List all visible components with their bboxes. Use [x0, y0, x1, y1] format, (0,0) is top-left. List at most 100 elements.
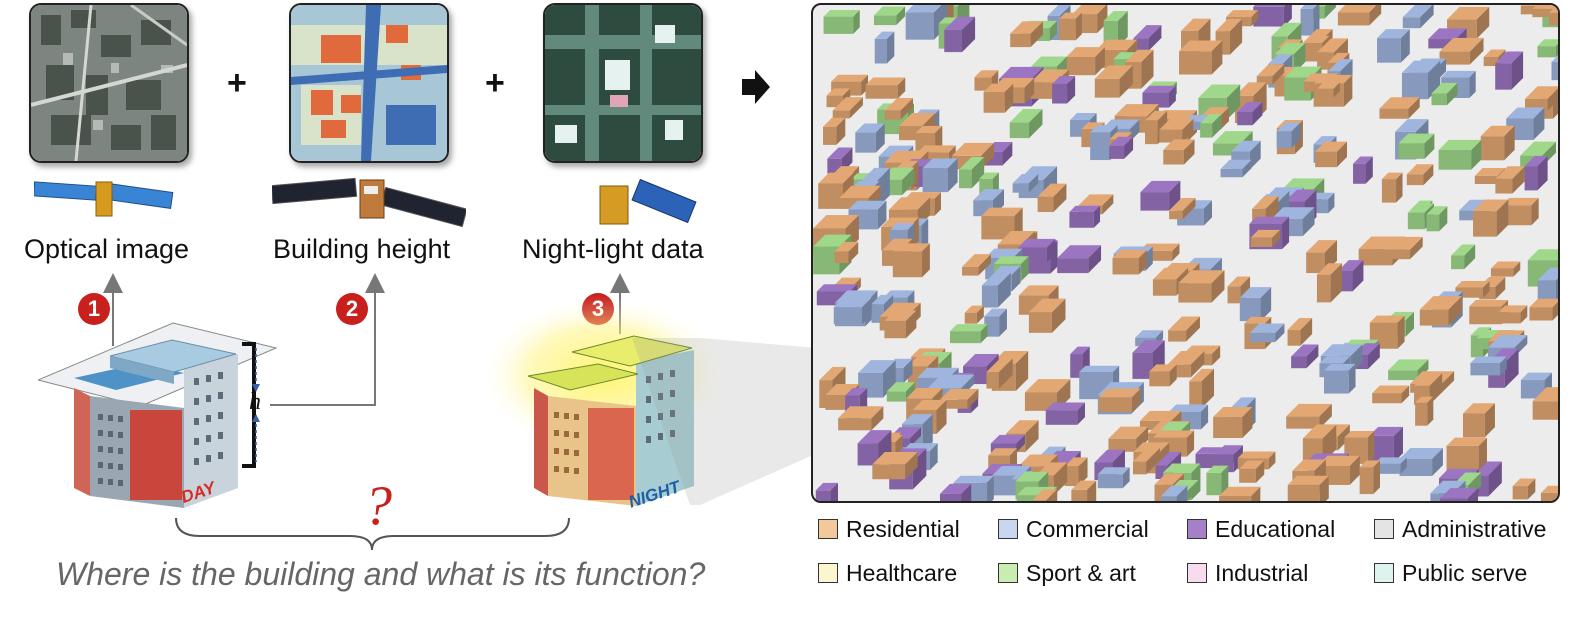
- building-block: [1287, 318, 1313, 346]
- building-block: [1399, 447, 1443, 477]
- building-block: [1163, 139, 1195, 165]
- building-block: [1291, 344, 1319, 369]
- building-block: [1286, 403, 1332, 429]
- building-block: [1455, 280, 1490, 298]
- building-block: [1112, 249, 1147, 275]
- building-block: [834, 241, 859, 264]
- building-block: [984, 308, 1007, 337]
- building-block: [865, 77, 906, 99]
- building-block: [1071, 480, 1097, 501]
- building-block: [1446, 437, 1487, 471]
- building-block: [823, 117, 846, 145]
- legend-item: Administrative: [1374, 515, 1546, 543]
- building-block: [1317, 82, 1340, 98]
- building-block: [1108, 426, 1149, 452]
- building-block: [1239, 287, 1272, 322]
- legend-item: Industrial: [1187, 559, 1308, 587]
- building-block: [1524, 155, 1548, 191]
- building-block: [872, 451, 918, 480]
- building-block: [1372, 385, 1410, 404]
- building-block: [1024, 379, 1071, 411]
- building-block: [1532, 5, 1558, 18]
- building-block: [1540, 485, 1558, 501]
- building-block: [1160, 485, 1188, 501]
- building-block: [1098, 388, 1141, 413]
- building-block: [1168, 316, 1200, 342]
- building-block: [1512, 478, 1536, 500]
- legend-label: Public serve: [1402, 559, 1528, 586]
- building-block: [1495, 166, 1525, 194]
- legend-item: Commercial: [998, 515, 1149, 543]
- building-block: [1473, 199, 1509, 237]
- legend-label: Educational: [1215, 515, 1336, 542]
- legend-label: Commercial: [1026, 515, 1149, 542]
- building-block: [1415, 396, 1434, 426]
- building-block: [1316, 263, 1342, 303]
- building-block: [1300, 5, 1320, 36]
- building-block: [1529, 298, 1558, 321]
- building-block: [1501, 197, 1539, 226]
- building-block: [1359, 460, 1381, 495]
- building-block: [1377, 29, 1410, 63]
- building-block: [1451, 244, 1476, 270]
- building-block: [1010, 21, 1043, 48]
- building-block: [838, 406, 884, 431]
- optical-image-thumbnail: [29, 3, 189, 163]
- step-badge-1: 1: [78, 293, 110, 325]
- legend-swatch: [1187, 563, 1207, 583]
- building-block: [922, 158, 958, 193]
- building-block: [1419, 296, 1463, 326]
- height-satellite-icon: [272, 178, 466, 228]
- legend-item: Public serve: [1374, 559, 1527, 587]
- building-block: [983, 83, 1014, 113]
- building-block: [1253, 5, 1292, 27]
- legend-label: Healthcare: [846, 559, 958, 586]
- building-block: [892, 243, 930, 278]
- building-block: [1133, 25, 1162, 52]
- legend-item: Educational: [1187, 515, 1335, 543]
- building-block: [1037, 183, 1067, 213]
- building-block: [1140, 180, 1181, 211]
- building-block: [1323, 363, 1356, 394]
- building-block: [1159, 118, 1194, 143]
- building-block: [1439, 488, 1479, 501]
- night-satellite-icon: [599, 178, 697, 225]
- legend-item: Sport & art: [998, 559, 1136, 587]
- building-block: [1287, 475, 1329, 501]
- building-block: [959, 157, 985, 189]
- legend-swatch: [818, 563, 838, 583]
- night-light-thumbnail: [543, 3, 703, 163]
- legend-swatch: [998, 519, 1018, 539]
- building-block: [1549, 5, 1558, 26]
- legend-swatch: [1374, 563, 1394, 583]
- building-block: [939, 483, 972, 501]
- building-block: [1462, 403, 1495, 438]
- city-buildings-render: [813, 5, 1558, 501]
- building-block: [1094, 65, 1133, 98]
- building-block: [1537, 267, 1558, 303]
- plus-sign-2: +: [485, 64, 505, 102]
- building-block: [1398, 133, 1435, 159]
- building-block: [1028, 298, 1066, 333]
- building-block: [964, 305, 984, 324]
- building-block: [1353, 156, 1373, 184]
- building-block: [1219, 486, 1261, 501]
- building-block: [1009, 108, 1043, 139]
- building-block: [1069, 205, 1101, 228]
- legend-label: Residential: [846, 515, 960, 542]
- night-building-illustration: [478, 295, 728, 506]
- height-symbol: h: [249, 389, 261, 415]
- building-block: [1012, 173, 1039, 193]
- building-block: [832, 97, 863, 119]
- building-block: [1537, 39, 1558, 58]
- building-block: [1179, 40, 1223, 75]
- building-block: [1059, 12, 1082, 41]
- building-block: [1480, 125, 1515, 161]
- building-block: [1381, 172, 1403, 203]
- building-block: [1052, 75, 1076, 104]
- building-block: [1213, 406, 1253, 439]
- building-block: [885, 98, 914, 120]
- building-block: [1239, 460, 1265, 483]
- day-building-illustration: [38, 322, 278, 508]
- building-block: [1495, 51, 1524, 90]
